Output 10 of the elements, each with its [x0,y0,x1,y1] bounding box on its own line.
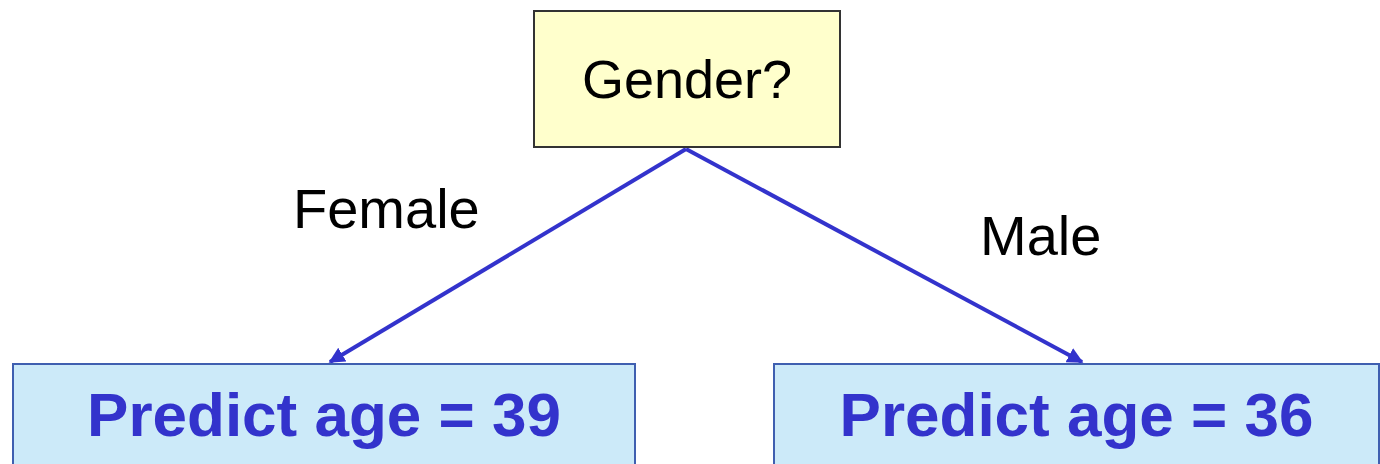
edge-label: Male [980,203,1102,268]
prediction-box [773,363,1380,464]
arrow [685,147,1084,364]
arrow [328,147,688,364]
edge-label: Female [293,176,480,241]
node-text: Predict age = 36 [839,379,1314,450]
prediction-box [12,363,636,464]
decision-box [533,10,841,148]
node-text: Gender? [581,48,793,110]
node-text: Predict age = 39 [87,379,561,450]
